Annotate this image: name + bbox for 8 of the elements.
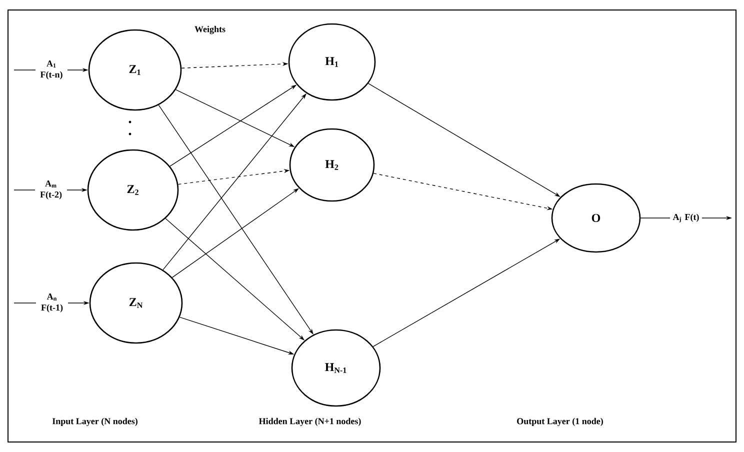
edge-label: A$_{1}$ F(t-n) [36,60,68,80]
layer-caption: Hidden Layer (N+1 nodes) [258,418,361,426]
edge-label: A$_{j}$ F(t) [670,212,702,224]
layer-caption: Output Layer (1 node) [517,418,603,426]
layer-caption: Input Layer (N nodes) [52,418,138,426]
annotation: Weights [194,26,226,34]
edge-label: A$_{m}$ F(t-2) [35,180,67,200]
edge-label: A$_{n}$ F(t-1) [36,292,68,314]
